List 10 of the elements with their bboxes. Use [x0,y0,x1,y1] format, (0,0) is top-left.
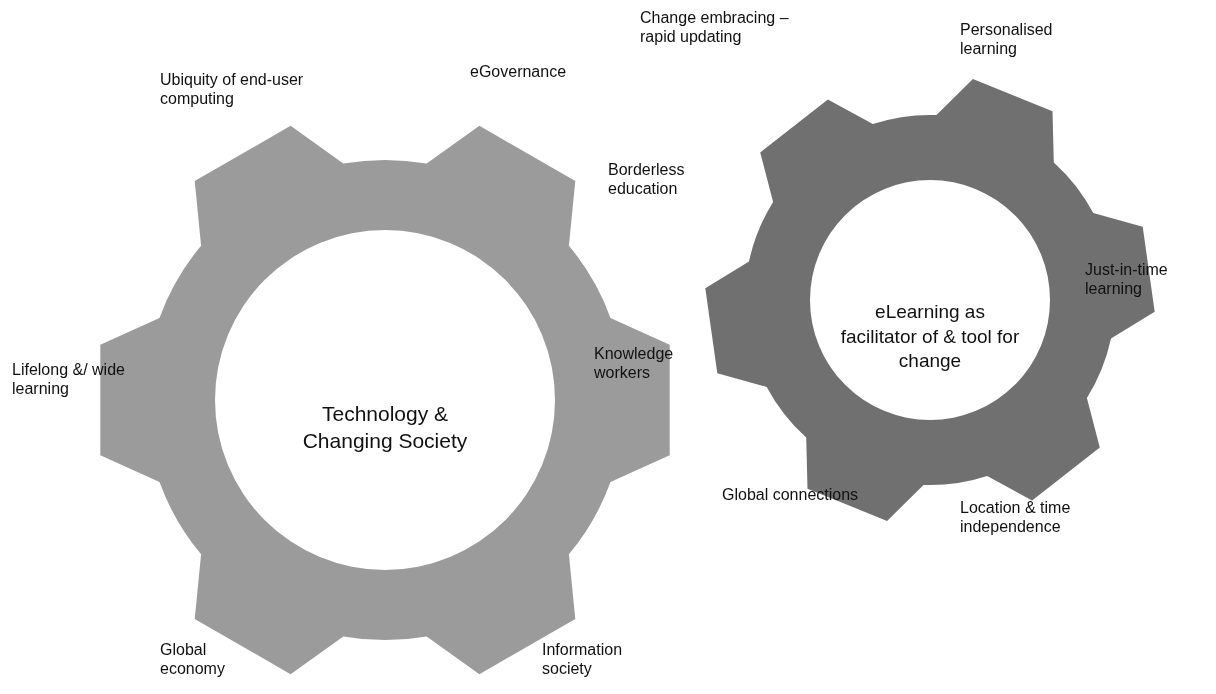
gear-tooth-label: Personalised learning [960,20,1054,58]
gear-tooth-label: Ubiquity of end-user computing [160,70,305,108]
gear-caption: eLearning as facilitator of & tool for change [839,300,1021,374]
gear-tooth-label: Information society [542,640,624,678]
gear-tooth-label: Location & time independence [960,498,1072,536]
gear-tooth-label: Change embracing – rapid updating [640,8,790,46]
gear-tooth-label: eGovernance [470,62,568,81]
gear-caption: Technology & Changing Society [301,401,469,455]
gear-tooth-label: Global economy [160,640,226,678]
gear-tooth-label: Borderless education [608,160,686,198]
